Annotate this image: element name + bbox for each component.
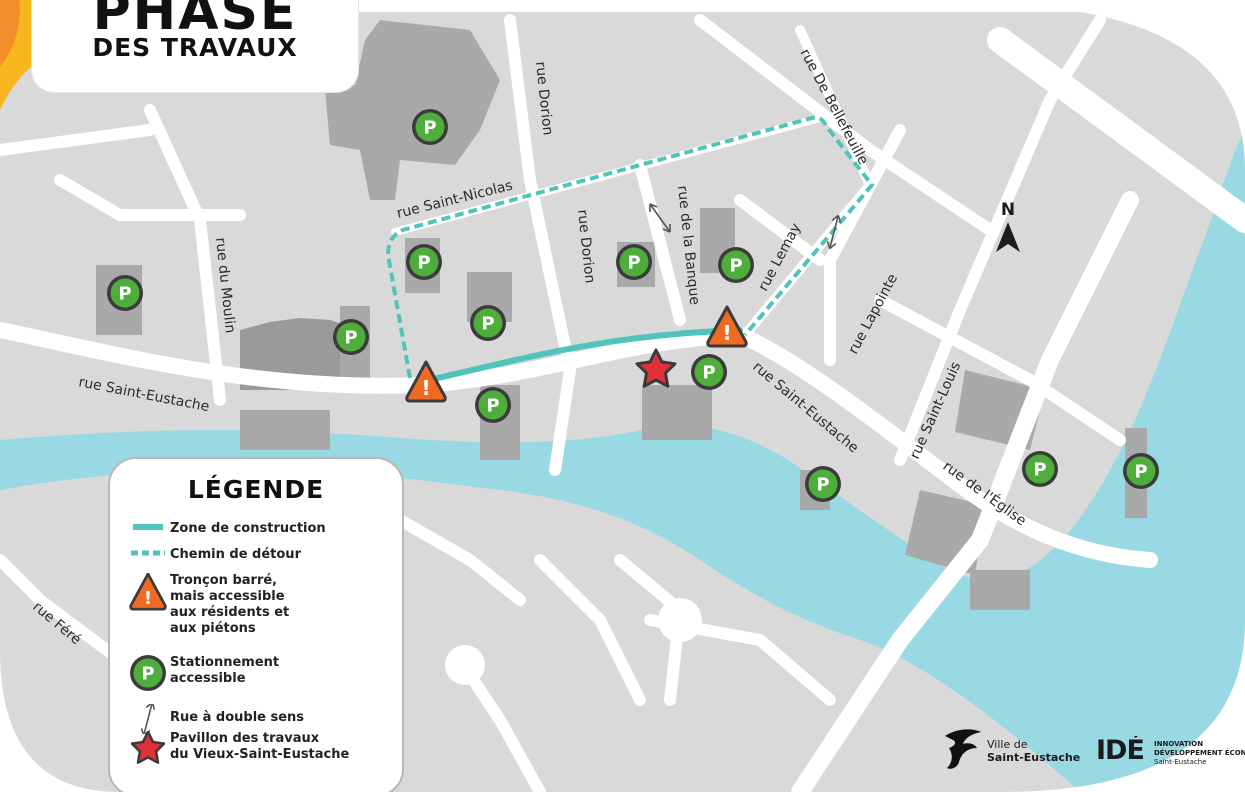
river — [0, 130, 1245, 792]
parking-marker — [805, 466, 841, 502]
pavilion-star-icon — [635, 348, 677, 388]
ville-saint-eustache-logo: Ville de Saint-Eustache — [943, 726, 1083, 772]
detour-route — [385, 115, 875, 379]
ide-logo-line2: DÉVELOPPEMENT ÉCONOMIQUE — [1154, 749, 1245, 757]
legend-item-pavilion: Pavillon des travaux du Vieux-Saint-Eust… — [126, 731, 392, 765]
page-subtitle: DES TRAVAUX — [92, 33, 298, 62]
north-arrow-icon — [996, 222, 1020, 252]
legend-item-warning: Tronçon barré, mais accessible aux résid… — [126, 573, 392, 637]
parking-marker — [406, 244, 442, 280]
parking-marker — [475, 387, 511, 423]
legend-label: Chemin de détour — [170, 547, 301, 562]
legend-label: Pavillon des travaux du Vieux-Saint-Eust… — [170, 731, 350, 762]
legend-item-parking: Stationnement accessible — [126, 655, 392, 691]
two-way-arrow-icon — [133, 704, 163, 734]
construction-zone — [417, 327, 743, 385]
parking-marker — [1022, 451, 1058, 487]
parking-marker — [412, 109, 448, 145]
legend-label: Zone de construction — [170, 521, 326, 536]
page-title: PHASE — [92, 0, 298, 42]
parking-marker — [333, 319, 369, 355]
legend-item-construction: Zone de construction — [126, 521, 392, 537]
north-label: N — [1001, 200, 1015, 220]
legend-label: Tronçon barré, mais accessible aux résid… — [170, 573, 290, 636]
star-icon — [131, 731, 165, 764]
parking-icon — [130, 655, 166, 691]
street-label-dorion-south: rue Dorion — [574, 209, 598, 284]
ville-logo-line1: Ville de — [987, 738, 1028, 751]
ville-logo-line2: Saint-Eustache — [987, 751, 1081, 764]
legend-label: Rue à double sens — [170, 710, 305, 725]
parking-marker — [718, 247, 754, 283]
ide-logo-mark: IDÉ — [1096, 736, 1145, 766]
detour-line-icon — [131, 550, 165, 556]
ide-logo-line1: INNOVATION — [1154, 740, 1204, 748]
legend-item-detour: Chemin de détour — [126, 547, 392, 563]
swallow-logo-icon — [945, 729, 981, 769]
construction-line-icon — [133, 524, 163, 530]
parking-marker — [107, 275, 143, 311]
legend-title: LÉGENDE — [187, 475, 325, 504]
parking-marker — [616, 244, 652, 280]
legend-label: Stationnement accessible — [170, 655, 280, 686]
ide-logo: IDÉ INNOVATION DÉVELOPPEMENT ÉCONOMIQUE … — [1096, 736, 1245, 770]
ide-logo-line3: Saint-Eustache — [1154, 758, 1207, 766]
parking-marker — [470, 305, 506, 341]
warning-icon — [129, 573, 167, 611]
title-card: PHASE DES TRAVAUX — [32, 0, 358, 92]
street-label-dorion-north: rue Dorion — [532, 61, 556, 136]
legend-item-two-way: Rue à double sens — [126, 704, 392, 734]
parking-marker — [691, 354, 727, 390]
parking-marker — [1123, 453, 1159, 489]
legend-panel: LÉGENDE Zone de construction Chemin de d… — [108, 457, 404, 792]
